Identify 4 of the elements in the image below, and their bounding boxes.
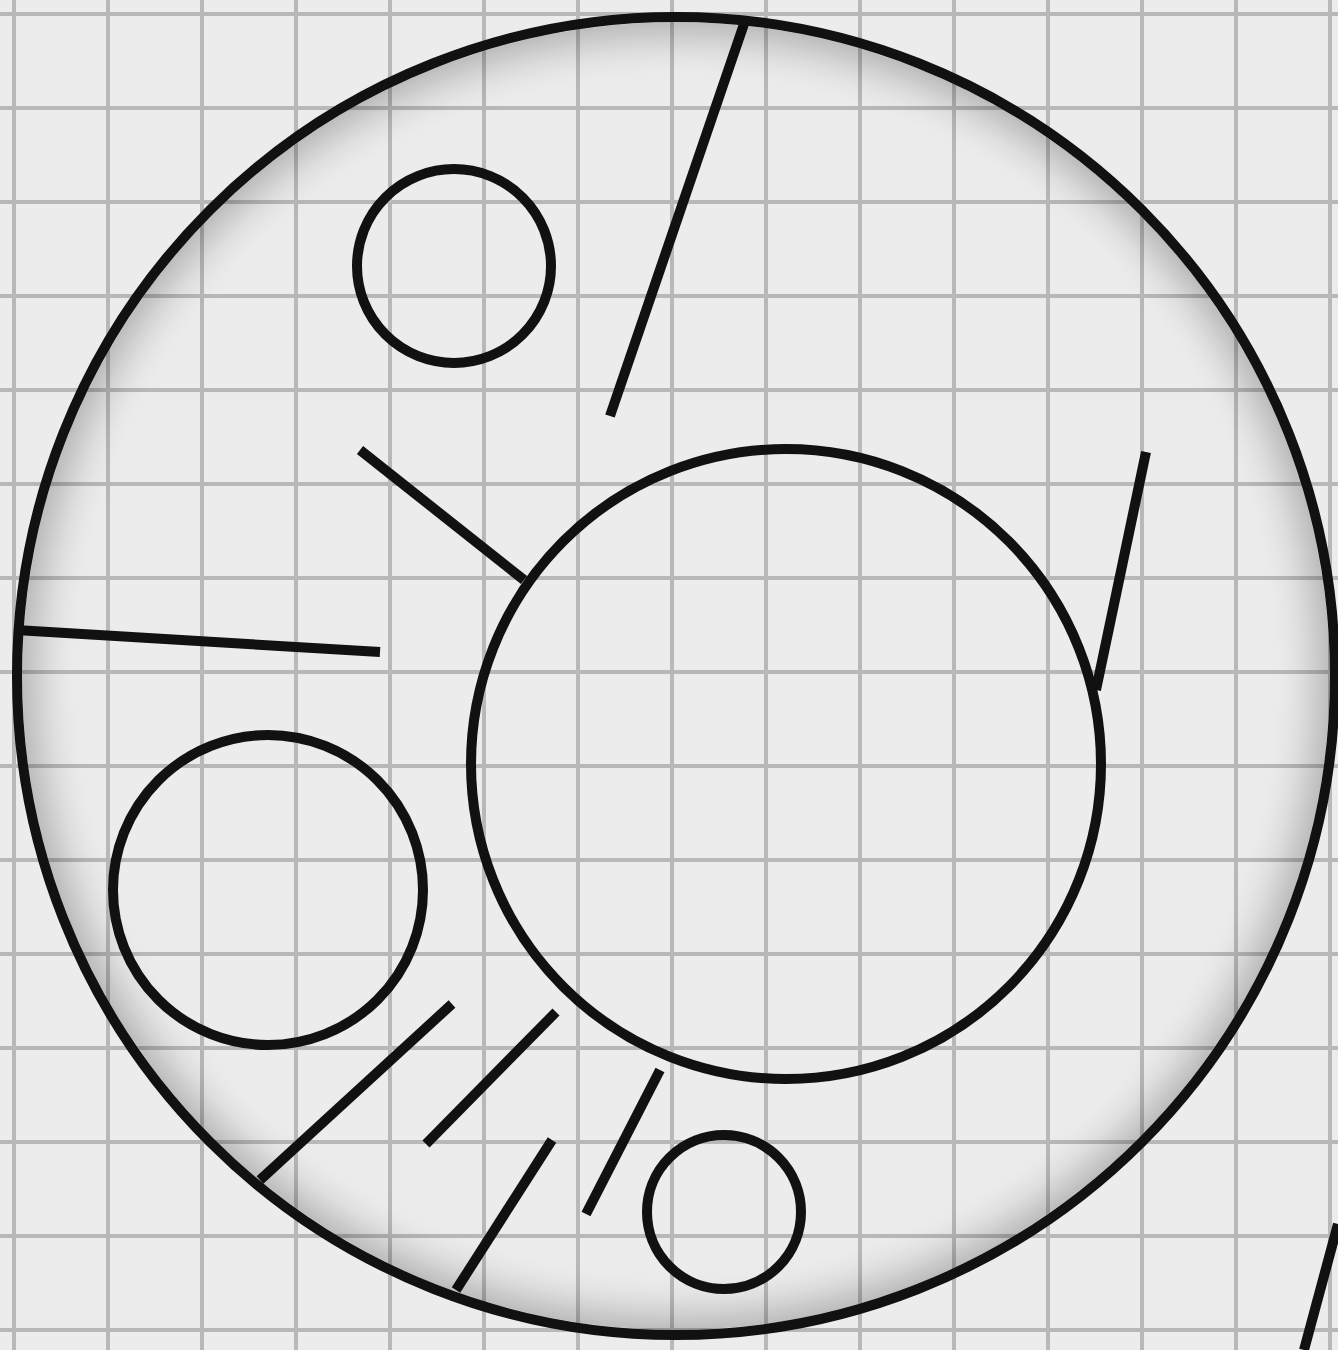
circle-outline	[642, 1130, 806, 1294]
circle-outline	[466, 444, 1106, 1084]
circle-outline	[352, 164, 556, 368]
circle-outline	[108, 730, 428, 1050]
